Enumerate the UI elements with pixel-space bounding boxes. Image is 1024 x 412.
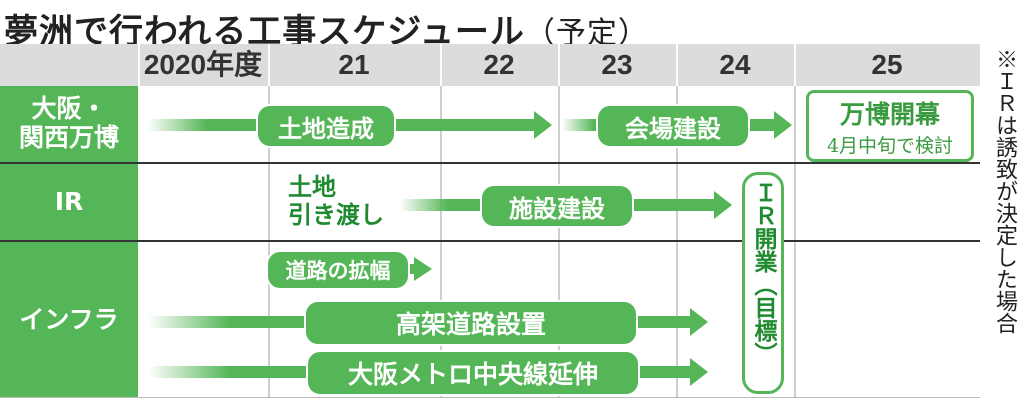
row-divider xyxy=(0,240,980,242)
header-divider xyxy=(138,44,140,86)
year-header-row xyxy=(0,44,980,86)
row-label-ir: IR xyxy=(0,164,138,240)
grid-line xyxy=(676,86,678,398)
header-divider xyxy=(794,44,796,86)
ir-opening-target-text: ＩＲ開業（目標） xyxy=(750,181,776,365)
header-divider xyxy=(676,44,678,86)
expo-opening-box: 万博開幕 4月中旬で検討 xyxy=(806,90,974,162)
row-divider xyxy=(0,162,980,164)
task-land-handover-line: 土地 xyxy=(288,173,336,201)
row-label-line: 大阪・ xyxy=(31,94,107,124)
year-21: 21 xyxy=(338,49,370,80)
bottom-border xyxy=(0,397,980,398)
row-label-infra: インフラ xyxy=(0,242,138,398)
year-2020: 2020年度 xyxy=(143,49,263,80)
year-22: 22 xyxy=(483,49,515,80)
year-23: 23 xyxy=(601,49,633,80)
year-24: 24 xyxy=(719,49,751,80)
task-land-handover: 土地引き渡し xyxy=(288,173,384,229)
task-land-preparation: 土地造成 xyxy=(256,104,396,148)
year-25: 25 xyxy=(871,49,903,80)
grid-line xyxy=(268,86,270,398)
task-venue-construction: 会場建設 xyxy=(596,104,750,148)
header-divider xyxy=(440,44,442,86)
expo-opening-title: 万博開幕 xyxy=(839,100,940,129)
task-metro-extension: 大阪メトロ中央線延伸 xyxy=(306,350,640,396)
row-label-line: 関西万博 xyxy=(18,123,119,152)
header-divider xyxy=(558,44,560,86)
ir-opening-target-box: ＩＲ開業（目標） xyxy=(742,172,784,394)
grid-line xyxy=(794,86,796,398)
expo-opening-date: 4月中旬で検討 xyxy=(826,135,954,157)
task-land-handover-line: 引き渡し xyxy=(288,200,384,229)
header-divider xyxy=(268,44,270,86)
grid-line xyxy=(558,86,560,398)
grid-line xyxy=(440,86,442,398)
task-elevated-road: 高架道路設置 xyxy=(304,300,638,346)
task-facility-construction: 施設建設 xyxy=(480,184,634,228)
ir-footnote: ※ＩＲは誘致が決定した場合 xyxy=(992,48,1017,334)
task-road-expansion: 道路の拡幅 xyxy=(266,250,410,290)
row-label-osaka-expo: 大阪・関西万博 xyxy=(0,86,138,162)
